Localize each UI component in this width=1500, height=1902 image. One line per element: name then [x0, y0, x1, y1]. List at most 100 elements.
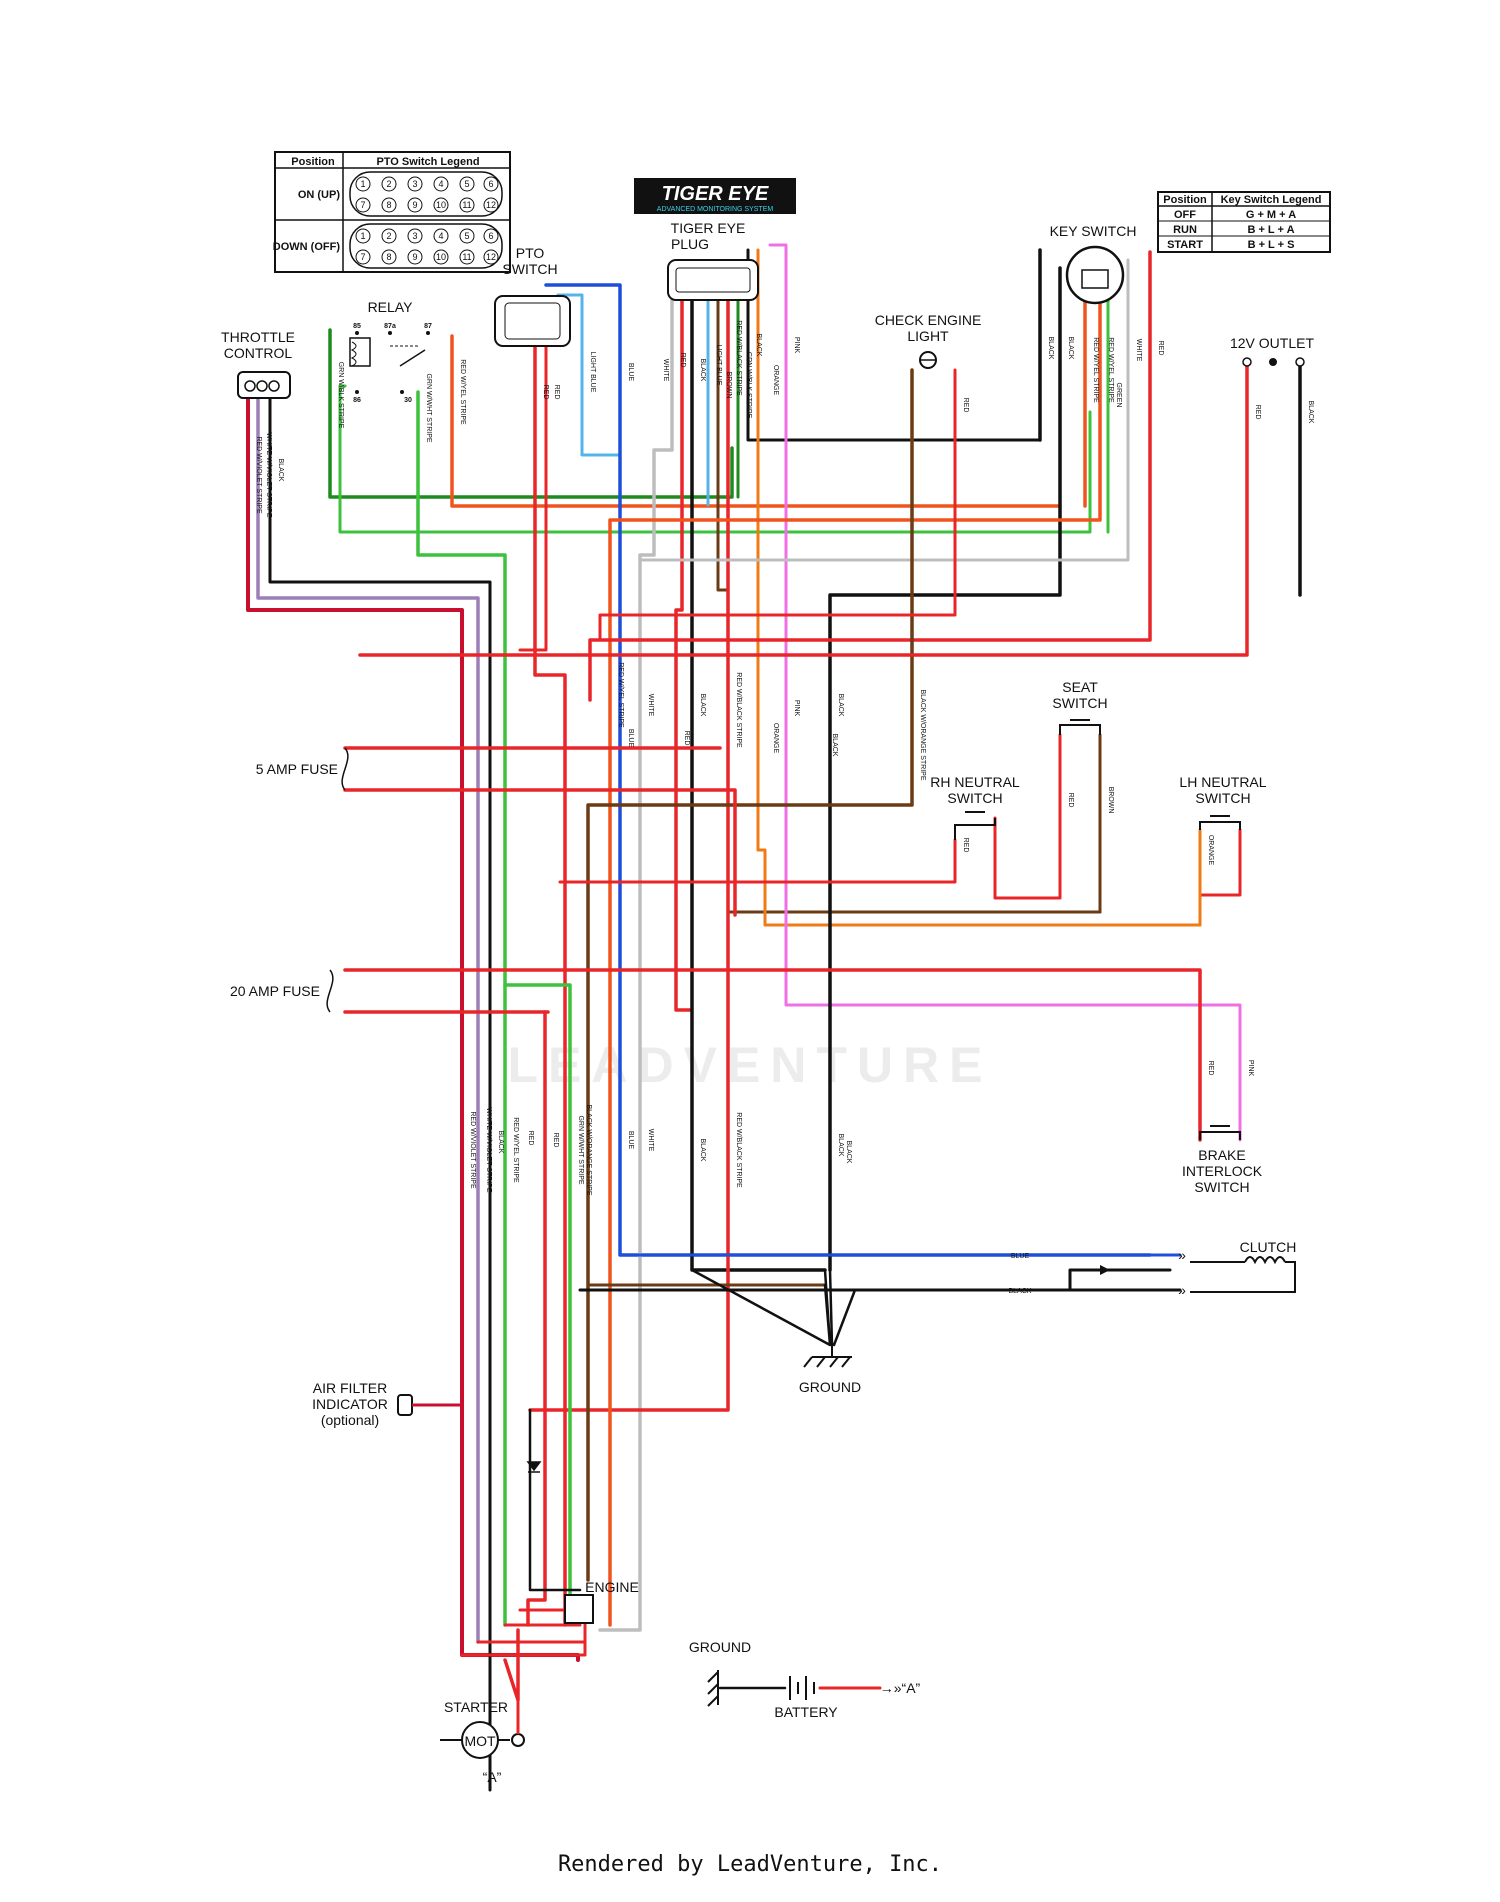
pto-legend-row-down: DOWN (OFF) — [273, 241, 341, 253]
wire-plug-pink — [768, 243, 1242, 1142]
wire-color-label: BLUE — [1011, 1253, 1030, 1260]
pto-legend-pin — [355, 176, 371, 192]
footer-rendered-by: Rendered by LeadVenture, Inc. — [557, 1852, 943, 1877]
seat-switch-label-2: SWITCH — [1052, 695, 1107, 711]
key-legend-run-position: RUN — [1173, 224, 1197, 236]
wire-clutch-diode — [1068, 1268, 1172, 1292]
brake-interlock-label-1: BRAKE — [1198, 1147, 1245, 1163]
wire-color-label: BLACK — [1307, 401, 1314, 424]
wire-color-label: RED W/YEL STRIPE — [512, 1117, 519, 1183]
wire-ground-bundle — [690, 1268, 857, 1347]
engine-connector: ENGINE — [526, 1461, 639, 1624]
pto-legend-pin — [381, 176, 397, 192]
wire-color-label: GREEN — [1115, 383, 1122, 408]
wire-color-label: RED — [962, 838, 969, 853]
pto-legend-pin — [433, 176, 449, 192]
wire-color-label: RED W/BLACK STRIPE — [735, 672, 742, 748]
lh-neutral-label-2: SWITCH — [1195, 790, 1250, 806]
wire-color-label: RED — [527, 1131, 534, 1146]
outlet-12v: 12V OUTLET — [1230, 335, 1314, 367]
wire-color-label: RED W/BLACK STRIPE — [735, 320, 742, 396]
key-legend-off-value: G + M + A — [1246, 209, 1296, 221]
relay-pin-87: 87 — [424, 323, 432, 330]
relay-pin-30: 30 — [404, 397, 412, 404]
ground-main: GROUND — [799, 1345, 861, 1395]
wire-red-violet — [246, 393, 580, 1662]
pto-legend-pin — [355, 228, 371, 244]
wire-color-label: BLACK — [837, 1134, 844, 1157]
pto-legend-pin — [433, 249, 449, 265]
wire-color-label: WHITE W/VIOLET STRIPE — [485, 1107, 492, 1192]
wire-color-label: BLACK — [699, 694, 706, 717]
wire-20a-fuse-a — [343, 968, 1202, 1142]
tiger-eye-logo-subtitle: ADVANCED MONITORING SYSTEM — [657, 206, 774, 213]
wire-color-label: BLACK W/ORANGE STRIPE — [585, 1104, 592, 1195]
wire-key-black-b — [828, 266, 1062, 1272]
wire-color-label: BLUE — [627, 1131, 634, 1150]
pto-legend-pin — [381, 197, 397, 213]
pto-legend-pin-number: 10 — [436, 252, 446, 262]
battery-label: BATTERY — [774, 1704, 838, 1720]
pto-legend-pin-number: 2 — [386, 231, 391, 241]
brake-interlock-label-3: SWITCH — [1194, 1179, 1249, 1195]
pto-legend-pin-number: 12 — [486, 252, 496, 262]
fuse-20-amp: 20 AMP FUSE — [230, 969, 334, 1013]
pto-legend-pin-number: 3 — [412, 231, 417, 241]
pto-legend-header-legend: PTO Switch Legend — [376, 156, 479, 168]
air-filter-indicator: AIR FILTER INDICATOR (optional) — [312, 1380, 462, 1428]
wire-check-red — [598, 368, 957, 642]
wire-plug-redblk — [528, 298, 730, 1412]
wire-key-white — [638, 258, 1130, 562]
wire-key-red — [588, 250, 1152, 702]
starter-mot-label: MOT — [464, 1733, 496, 1749]
pto-legend-pin-number: 3 — [412, 179, 417, 189]
relay-label: RELAY — [368, 299, 414, 315]
wire-color-label: WHITE — [647, 694, 654, 717]
key-legend-header-legend: Key Switch Legend — [1221, 194, 1322, 206]
pto-legend-pin-number: 7 — [360, 252, 365, 262]
wire-color-label: GRN W/WHT STRIPE — [425, 373, 432, 442]
wire-color-label: LIGHT BLUE — [589, 352, 596, 393]
rh-neutral-label-1: RH NEUTRAL — [930, 774, 1020, 790]
wire-color-label: GRN W/BLK STRIPE — [745, 352, 752, 419]
wire-plug-black2 — [746, 248, 1042, 442]
pto-legend-pin-number: 11 — [462, 200, 471, 210]
pto-legend-pin — [483, 228, 499, 244]
pto-legend-pin-number: 8 — [386, 200, 391, 210]
pto-legend-pin — [355, 197, 371, 213]
wire-5a-fuse-b — [343, 788, 737, 917]
wire-color-label: BLACK — [699, 359, 706, 382]
rh-neutral-switch: RH NEUTRAL SWITCH — [930, 774, 1020, 840]
pto-legend-pin — [407, 228, 423, 244]
relay: RELAY 85 87a 87 86 30 — [349, 299, 432, 404]
pto-legend-pin-number: 11 — [462, 252, 471, 262]
wire-grn-blk-relay — [328, 328, 734, 499]
wire-pto-red-a — [533, 338, 567, 1627]
pto-legend-pin-number: 8 — [386, 252, 391, 262]
rh-neutral-label-2: SWITCH — [947, 790, 1002, 806]
pto-legend-pin-number: 1 — [360, 231, 365, 241]
pto-legend-pin-number: 5 — [464, 179, 469, 189]
tiger-eye-plug: TIGER EYE PLUG — [667, 220, 759, 301]
relay-pin-87a: 87a — [384, 323, 396, 330]
air-filter-label-1: AIR FILTER — [313, 1380, 387, 1396]
wire-plug-red — [674, 298, 692, 1012]
key-legend-header-position: Position — [1163, 194, 1207, 206]
seat-switch-label-1: SEAT — [1062, 679, 1098, 695]
wire-pto-ltblue — [556, 293, 622, 457]
ground-battery-label: GROUND — [689, 1639, 751, 1655]
key-switch: KEY SWITCH — [1050, 223, 1136, 305]
pto-legend-pin — [407, 176, 423, 192]
tiger-eye-plug-label-1: TIGER EYE — [671, 220, 746, 236]
wire-color-label: BLACK — [699, 1139, 706, 1162]
battery-ref: →»“A” — [880, 1680, 921, 1696]
wire-key-redyel-b — [608, 274, 1102, 1627]
pto-legend-pin — [433, 228, 449, 244]
pto-legend-pin-number: 2 — [386, 179, 391, 189]
clutch-connector-black: » — [1178, 1282, 1186, 1298]
throttle-control-label-1: THROTTLE — [221, 329, 295, 345]
wire-color-label: RED W/YEL STRIPE — [1092, 337, 1099, 403]
wire-color-label: RED — [962, 398, 969, 413]
wire-color-label: PINK — [793, 337, 800, 354]
